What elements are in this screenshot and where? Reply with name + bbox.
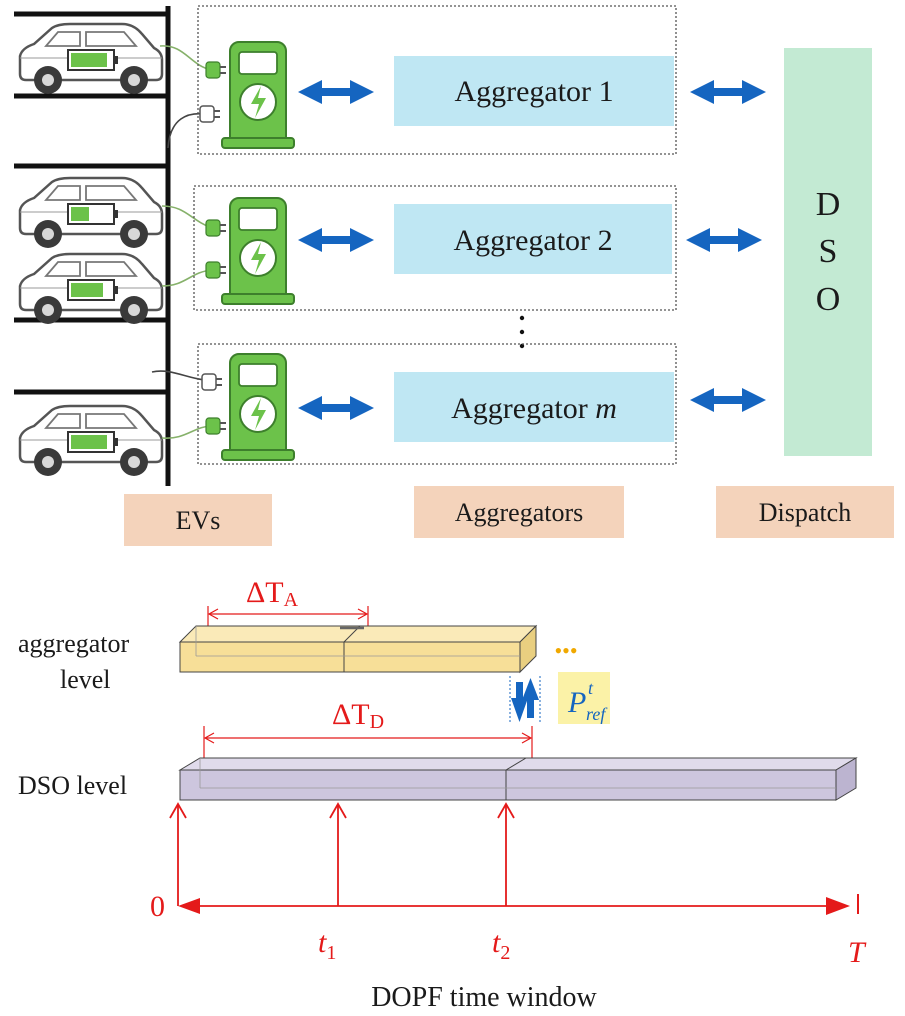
svg-text:t: t — [588, 678, 594, 698]
bidirectional-arrow-icon — [298, 396, 374, 420]
axis-end-label: T — [848, 936, 867, 969]
charging-station-icon — [205, 197, 295, 305]
delta-ta-label: ΔTA — [246, 576, 299, 611]
vertical-ellipsis — [519, 315, 525, 349]
ev-car-1 — [18, 22, 164, 96]
parking-structure — [14, 6, 171, 486]
svg-text:Dispatch: Dispatch — [759, 498, 851, 527]
svg-text:EVs: EVs — [176, 506, 221, 535]
dso-letter-s: S — [819, 233, 838, 270]
time-window-title: DOPF time window — [371, 982, 597, 1013]
svg-text:P: P — [567, 686, 586, 719]
dso-level-bars — [178, 757, 858, 801]
aggregator-level-label-line2: level — [60, 665, 111, 694]
dso-box: D S O — [784, 48, 872, 456]
battery-icon — [67, 431, 118, 453]
ev-car-3 — [18, 252, 164, 326]
axis-t1-label: t1 — [318, 926, 336, 964]
battery-icon — [67, 49, 118, 71]
aggregator-box-m — [394, 372, 674, 442]
dso-letter-d: D — [816, 186, 841, 223]
pref-label: P t ref — [558, 672, 610, 724]
svg-text:ref: ref — [586, 704, 608, 724]
aggregator-label-m: Aggregator m — [451, 392, 617, 425]
axis-t2-label: t2 — [492, 926, 510, 964]
category-dispatch: Dispatch — [716, 486, 894, 538]
aggregator-group-m: Aggregator m — [197, 343, 766, 465]
svg-text:Aggregators: Aggregators — [455, 498, 584, 527]
aggregator-group-2: Aggregator 2 — [193, 185, 762, 311]
continuation-ellipsis: ••• — [554, 638, 577, 663]
aggregator-level-label-line1: aggregator — [18, 629, 130, 658]
bidirectional-arrow-icon — [690, 80, 766, 104]
category-evs: EVs — [124, 494, 272, 546]
dso-letter-o: O — [816, 281, 841, 318]
delta-td-dimension: ΔTD — [203, 698, 533, 760]
delta-td-label: ΔTD — [332, 698, 384, 733]
exchange-arrows-icon — [509, 676, 541, 722]
category-aggregators: Aggregators — [414, 486, 624, 538]
bidirectional-arrow-icon — [686, 228, 762, 252]
aggregator-label-1: Aggregator 1 — [454, 75, 613, 108]
ev-car-2 — [18, 176, 164, 250]
ev-car-4 — [18, 404, 164, 478]
charging-station-icon — [201, 353, 295, 461]
aggregator-label-2: Aggregator 2 — [453, 224, 612, 257]
bidirectional-arrow-icon — [690, 388, 766, 412]
bidirectional-arrow-icon — [298, 80, 374, 104]
aggregator-group-1: Aggregator 1 — [197, 5, 766, 155]
time-axis — [169, 802, 859, 915]
axis-origin-label: 0 — [150, 890, 165, 923]
battery-icon — [67, 203, 118, 225]
dso-level-label: DSO level — [18, 771, 127, 800]
aggregator-level-bars — [178, 624, 538, 674]
aggregator-box-1 — [394, 56, 674, 126]
battery-icon — [67, 279, 118, 301]
aggregator-box-2 — [394, 204, 672, 274]
bidirectional-arrow-icon — [298, 228, 374, 252]
charging-station-icon — [199, 41, 295, 149]
